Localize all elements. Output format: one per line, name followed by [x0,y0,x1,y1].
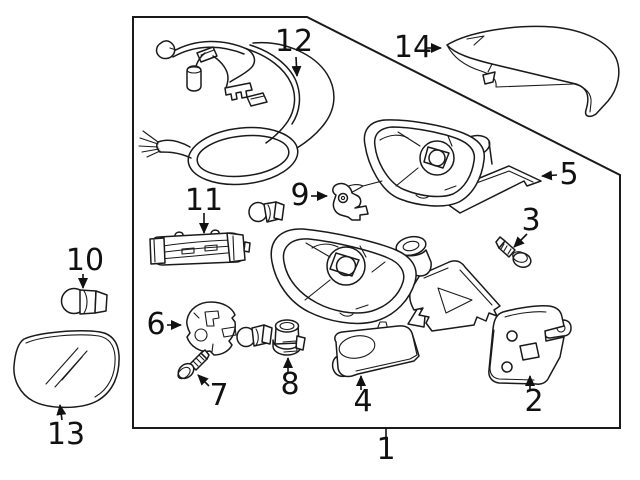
corner-cover-drawing [331,321,420,378]
callout-label-1: 1 [376,432,396,467]
bulb-socket-drawing [272,319,306,356]
screw-upper-drawing [495,236,532,268]
mirror-assembly-drawing [270,228,501,332]
turn-signal-lamp-drawing [149,229,251,266]
callout-label-2: 2 [524,384,544,419]
callout-label-4: 4 [353,384,373,419]
callout-arrows [56,43,558,421]
callout-label-8: 8 [280,367,300,402]
callout-label-10: 10 [65,243,105,278]
callout-label-7: 7 [209,378,229,413]
mirror-housing-upper-drawing [363,119,542,214]
wiring-harness-drawing [138,40,335,186]
callout-arrow-7 [197,374,210,387]
boundary-box [132,16,621,429]
mirror-glass-drawing [13,330,120,409]
callout-label-5: 5 [559,157,579,192]
mirror-cap-drawing [446,25,620,118]
callout-label-6: 6 [146,307,166,342]
callout-arrow-13 [56,404,67,421]
bracket-clip-drawing [332,180,383,221]
callout-arrow-3 [513,233,528,248]
callout-arrow-12 [291,56,302,77]
callout-label-9: 9 [290,178,310,213]
callout-label-3: 3 [521,203,541,238]
mounting-bracket-drawing [488,305,572,385]
actuator-plate-drawing [186,301,237,356]
bulb-small-upper-drawing [248,201,285,223]
callout-label-13: 13 [46,417,86,452]
callout-label-14: 14 [393,30,433,65]
screw-lower-drawing [177,349,210,380]
bulb-small-lower-drawing [236,324,273,348]
callout-label-11: 11 [184,183,224,218]
callout-label-12: 12 [274,24,314,59]
callout-arrow-5 [541,170,558,181]
bulb-drawing [60,287,108,315]
